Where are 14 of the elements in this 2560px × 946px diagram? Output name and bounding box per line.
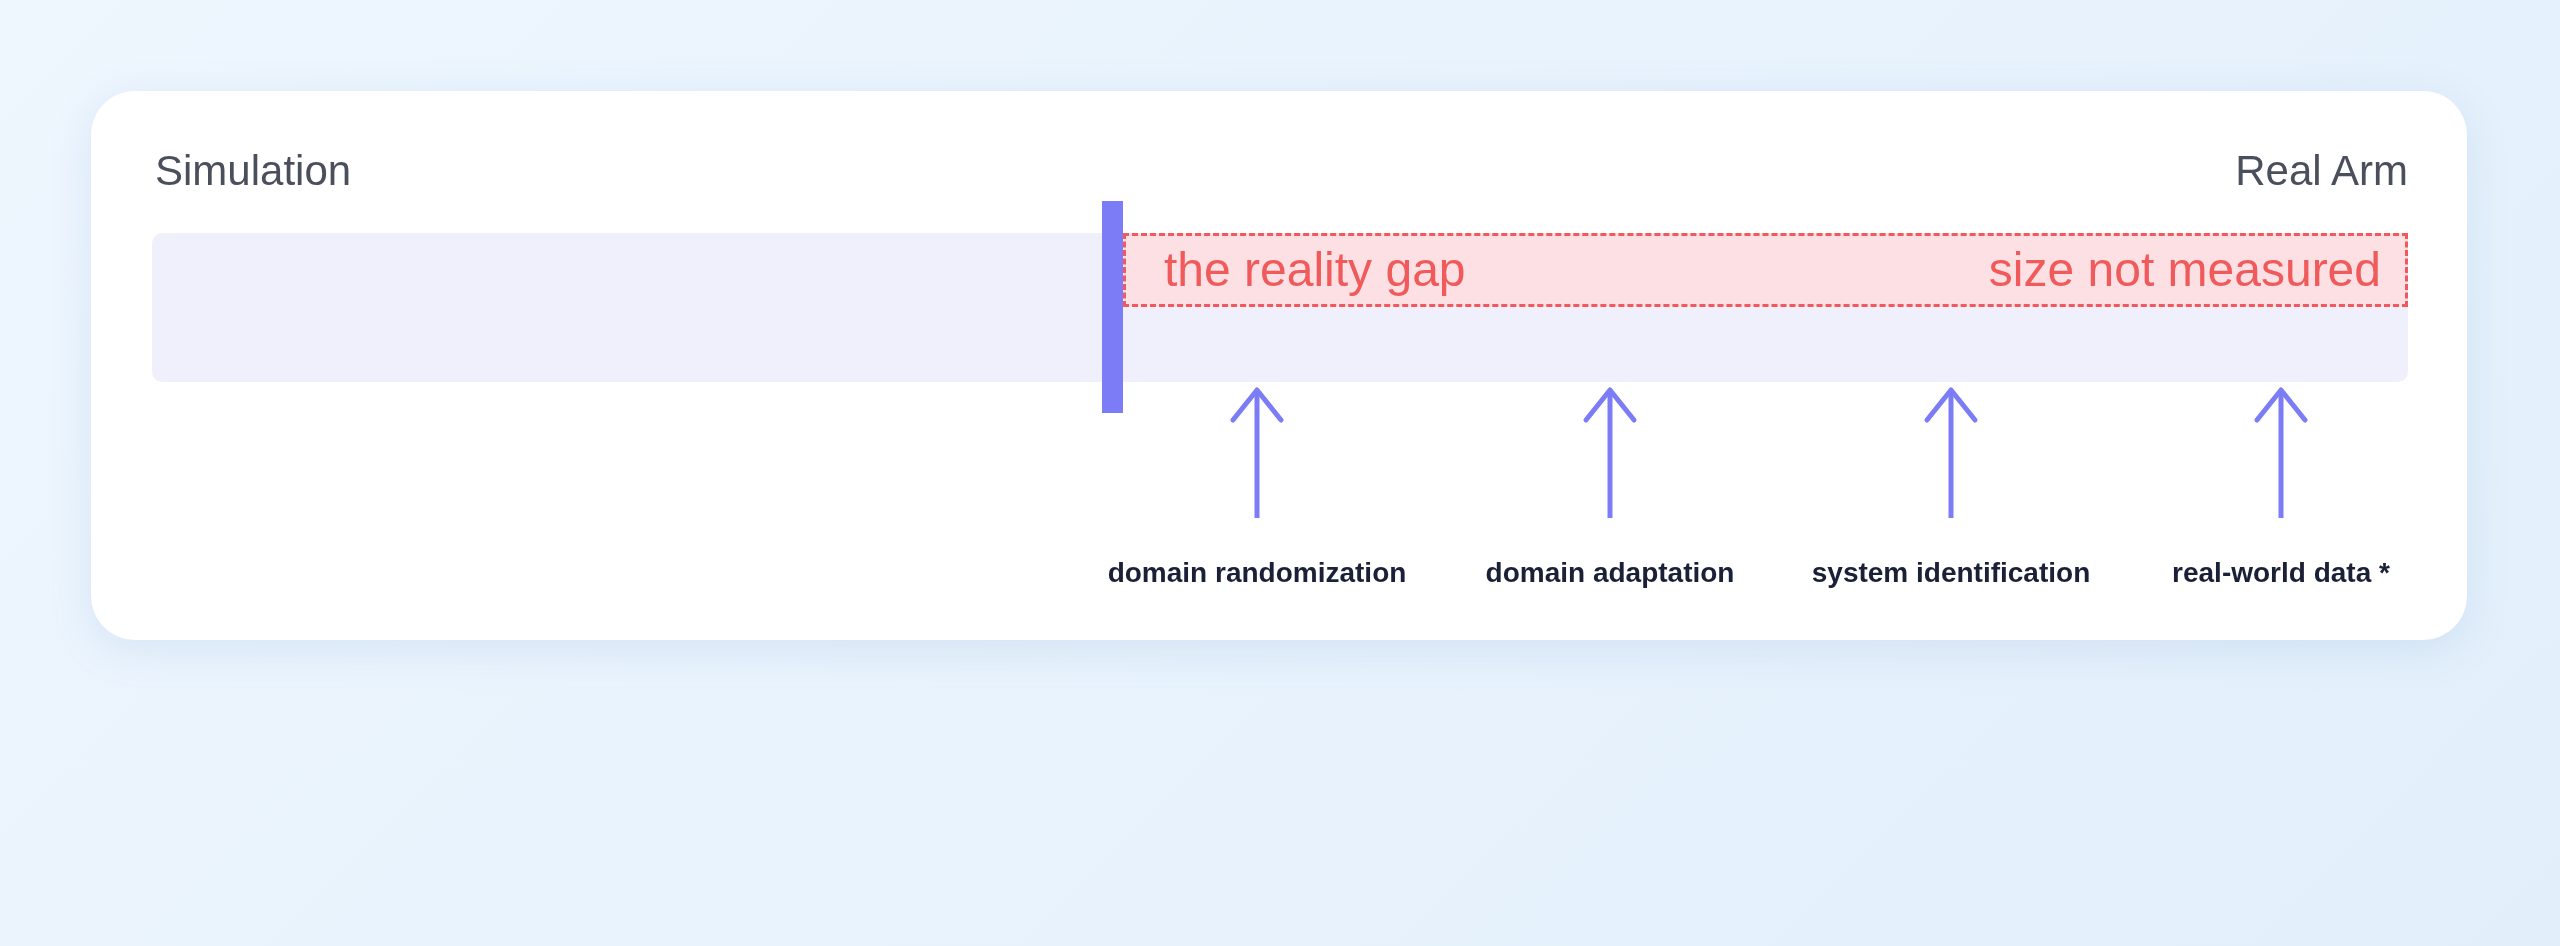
arrow	[1583, 387, 1637, 518]
method-label: real-world data *	[2172, 558, 2390, 589]
gap-region	[1123, 233, 2408, 307]
arrow	[1230, 387, 1284, 518]
gap-label: size not measured	[1988, 246, 2381, 294]
method-label: system identification	[1811, 558, 2091, 589]
spectrum-bar	[152, 233, 2408, 382]
method-label: domain adaptation	[1485, 558, 1735, 589]
arrow	[2254, 387, 2308, 518]
gap-label: the reality gap	[1164, 246, 1466, 294]
method-label: domain randomization	[1107, 558, 1407, 589]
end-label: Simulation	[155, 150, 352, 192]
end-label: Real Arm	[2235, 150, 2408, 192]
arrow	[1924, 387, 1978, 518]
